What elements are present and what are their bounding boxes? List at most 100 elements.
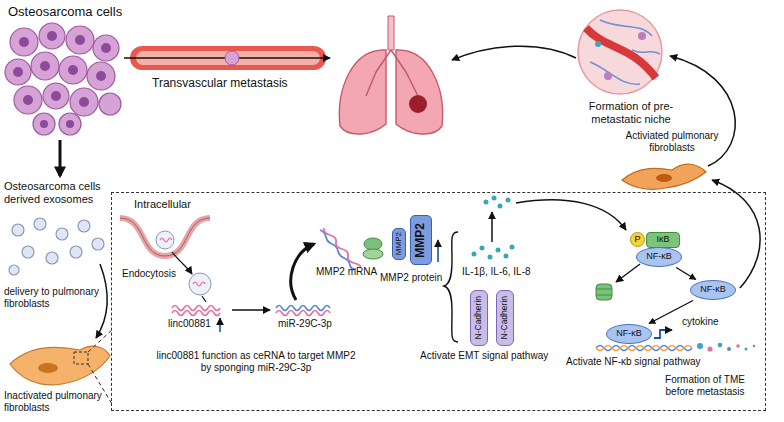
cytokine-release: [697, 343, 755, 352]
linc-strand: [172, 311, 220, 316]
protein-name: IκB: [656, 235, 669, 245]
cell-label: Osteosarcoma cells: [8, 4, 122, 19]
exosome: [9, 265, 19, 275]
cell-nuclei: [13, 31, 111, 128]
nucleus: [40, 120, 48, 128]
ribosome: [364, 238, 382, 250]
tumor-cell: [59, 113, 81, 135]
ribosome: [363, 249, 383, 259]
activated-fibroblast: [622, 164, 706, 189]
protein-name: NF-κB: [646, 252, 672, 262]
tumor-cell: [66, 26, 94, 54]
phosphate-circle: P: [630, 232, 645, 247]
panel-heading: Intracellular: [134, 198, 191, 210]
cytokine-dot: [492, 196, 497, 201]
tumor-cell: [14, 86, 42, 114]
lung-tumor: [409, 95, 427, 113]
nucleus: [47, 31, 57, 41]
tumor-cell: [93, 35, 119, 61]
cytokine-dot: [753, 345, 755, 347]
linc-strand: [172, 306, 220, 311]
protein-name: MMP2: [395, 232, 404, 255]
nucleus: [51, 91, 61, 101]
secretion-arrow: [491, 212, 493, 242]
exosome: [46, 252, 58, 264]
niche-vessel: [586, 28, 656, 78]
protein-box: MMP2: [410, 215, 432, 265]
cytokine-dot: [718, 343, 723, 348]
pathway-label: Activate EMT signal pathway: [420, 350, 548, 362]
exosome: [22, 246, 34, 258]
cell-label: Osteosarcoma cells derived exosomes: [4, 180, 124, 206]
tumor-cell: [5, 59, 31, 85]
niche-cell: [638, 32, 646, 40]
cytokine-label: IL-1β, IL-6, IL-8: [462, 266, 531, 278]
lung-lobe: [339, 50, 386, 134]
delivery-arrow: [96, 264, 107, 338]
ikb-box: IκB: [646, 232, 680, 248]
protein-name: N-Cadherin: [500, 296, 509, 339]
tumor-cell: [87, 62, 115, 90]
tumor-cell: [33, 113, 55, 135]
tumor-cell: [10, 28, 38, 56]
nfkb-ellipse: NF-κB: [636, 247, 682, 267]
niche: [578, 10, 662, 94]
cytokine-dot: [472, 252, 477, 257]
process-label: delivery to pulmonary fibroblasts: [4, 286, 100, 310]
lung-lobe: [396, 50, 443, 134]
cytokine-dot: [506, 198, 511, 203]
exosome: [92, 238, 104, 250]
transcription-arrow: [654, 330, 672, 338]
protein-name: NF-κB: [616, 329, 642, 339]
mrna-strand: [324, 228, 360, 267]
endosome: [189, 273, 211, 295]
exosome: [56, 228, 68, 240]
secretion-arrow: [59, 140, 62, 176]
cell-membrane: [120, 218, 210, 256]
tumor-cell: [31, 52, 59, 80]
degradation-arrow: [616, 264, 640, 282]
protein-name: NF-κB: [700, 285, 726, 295]
fibroblast-nucleus: [656, 174, 672, 182]
trachea: [388, 16, 394, 50]
membrane-line: [120, 218, 210, 256]
exosome: [78, 220, 90, 232]
cytokine-label: cytokine: [682, 316, 719, 328]
tumor-cell: [59, 56, 87, 84]
exosome: [12, 224, 24, 236]
cytokine-dot: [697, 343, 703, 349]
process-label: Formation of pre-metastatic niche: [566, 100, 696, 126]
connector-arrow: [676, 268, 696, 280]
protein-name: N-Cadherin: [474, 296, 483, 339]
cytokine-dot: [707, 346, 712, 351]
nucleus: [19, 37, 29, 47]
cytokine-dot: [727, 347, 731, 351]
rna-label: MMP2 mRNA: [316, 266, 377, 278]
process-label: Endocytosis: [122, 268, 176, 280]
nfkb-ellipse: NF-κB: [606, 324, 652, 344]
cytokine-dot: [498, 204, 503, 209]
nucleus: [68, 65, 78, 75]
cell-cluster: [5, 23, 121, 135]
vesicle-rna: [160, 238, 172, 242]
cytokine-dot: [496, 248, 501, 253]
proteasome-rings: [596, 289, 612, 295]
signal-arrow: [516, 200, 626, 230]
exosome: [70, 246, 82, 258]
nucleus: [101, 43, 111, 53]
cytokine-dot: [736, 344, 740, 348]
tumor-cell: [99, 93, 121, 115]
nucleus: [96, 71, 106, 81]
endosome-rna: [193, 282, 205, 286]
cadherin-box: N-Cadherin: [496, 290, 514, 346]
niche-cell: [604, 72, 612, 80]
cytokine-dot: [745, 348, 748, 351]
up-arrow: [219, 318, 221, 332]
tumor-cell: [39, 23, 65, 49]
mrna-strand: [320, 230, 356, 269]
tumor-cell: [43, 83, 69, 109]
cytokine-dot: [510, 245, 515, 250]
derepression-arrow: [291, 244, 314, 300]
nucleus: [66, 120, 74, 128]
nucleus: [23, 95, 33, 105]
